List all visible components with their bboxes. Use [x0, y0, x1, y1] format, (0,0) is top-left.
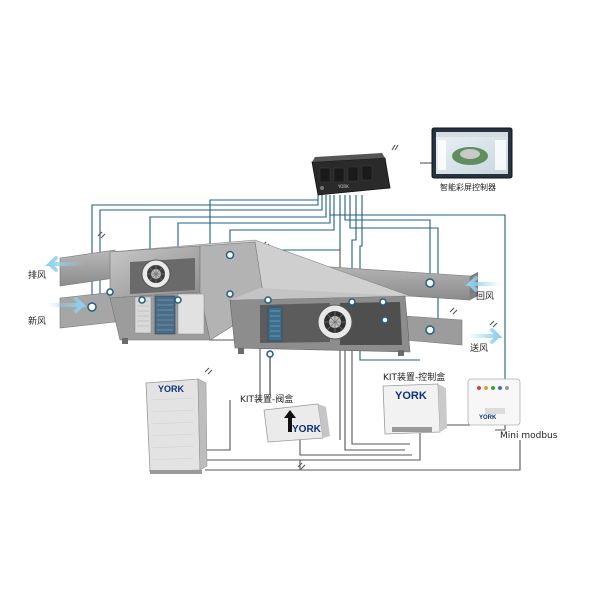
- label-kit-valve-box: KIT装置-阀盒: [240, 395, 294, 405]
- label-exhaust-air: 排风: [28, 271, 47, 281]
- kit-control-box: [382, 383, 447, 435]
- break-mark: [489, 320, 498, 328]
- label-kit-control-box: KIT装置-控制盒: [383, 373, 446, 383]
- wire: [359, 195, 420, 361]
- label-fresh-air: 新风: [28, 317, 47, 327]
- wire: [351, 340, 410, 445]
- arrow-right-icon: [46, 297, 87, 313]
- arrow-left-icon: [465, 276, 502, 292]
- label-mini-modbus: Mini modbus: [500, 431, 558, 441]
- wire: [149, 195, 327, 262]
- arrow-right-icon: [466, 328, 503, 344]
- wire: [344, 340, 405, 451]
- wire: [177, 195, 331, 262]
- wire: [200, 400, 231, 451]
- wire: [200, 430, 421, 461]
- wire: [344, 195, 431, 280]
- heat-exchanger: [177, 293, 205, 335]
- fan-icon: [141, 259, 171, 289]
- kit-valve-box: [263, 403, 330, 443]
- fan-icon: [317, 304, 353, 340]
- break-mark: [97, 231, 106, 239]
- sensor: [87, 302, 97, 312]
- sensor: [226, 290, 234, 298]
- sensor: [266, 350, 274, 358]
- label-supply-air: 送风: [470, 344, 489, 354]
- airflow-arrows: [45, 256, 503, 344]
- arrow-left-icon: [45, 256, 87, 272]
- label-smart-screen-controller: 智能彩屏控制器: [440, 183, 496, 192]
- sensor: [264, 296, 272, 304]
- york-logo-icon: YORK: [158, 384, 185, 394]
- york-logo-icon: YORK: [479, 415, 497, 421]
- sensor: [379, 298, 387, 306]
- york-logo-icon: YORK: [292, 424, 321, 435]
- wire: [329, 210, 506, 390]
- central-controller: [311, 153, 391, 196]
- sensor: [348, 298, 356, 306]
- sensors: [87, 250, 435, 358]
- sensor: [381, 316, 389, 324]
- sensor: [138, 296, 146, 304]
- label-return-air: 回风: [476, 292, 495, 302]
- controller-brand-text: YORK: [338, 184, 349, 189]
- duct-exhaust-left: [59, 249, 116, 287]
- touch-screen-controller: [431, 127, 513, 179]
- sensor: [225, 250, 235, 260]
- sensor: [106, 288, 114, 296]
- mini-modbus-panel: [467, 378, 521, 426]
- up-arrow-icon: [284, 410, 296, 432]
- duct-fresh-left: [59, 291, 116, 329]
- sensor: [174, 296, 182, 304]
- break-mark: [449, 307, 458, 315]
- wire: [205, 460, 301, 471]
- break-mark: [204, 367, 213, 375]
- york-logo-icon: YORK: [395, 390, 427, 402]
- break-mark: [297, 462, 306, 470]
- coil-filter: [267, 306, 283, 342]
- sensor: [425, 325, 435, 335]
- break-mark: [391, 144, 399, 151]
- wire: [210, 440, 521, 471]
- outdoor-unit: [145, 378, 208, 474]
- sensor: [425, 278, 435, 288]
- air-handling-unit: [109, 239, 411, 356]
